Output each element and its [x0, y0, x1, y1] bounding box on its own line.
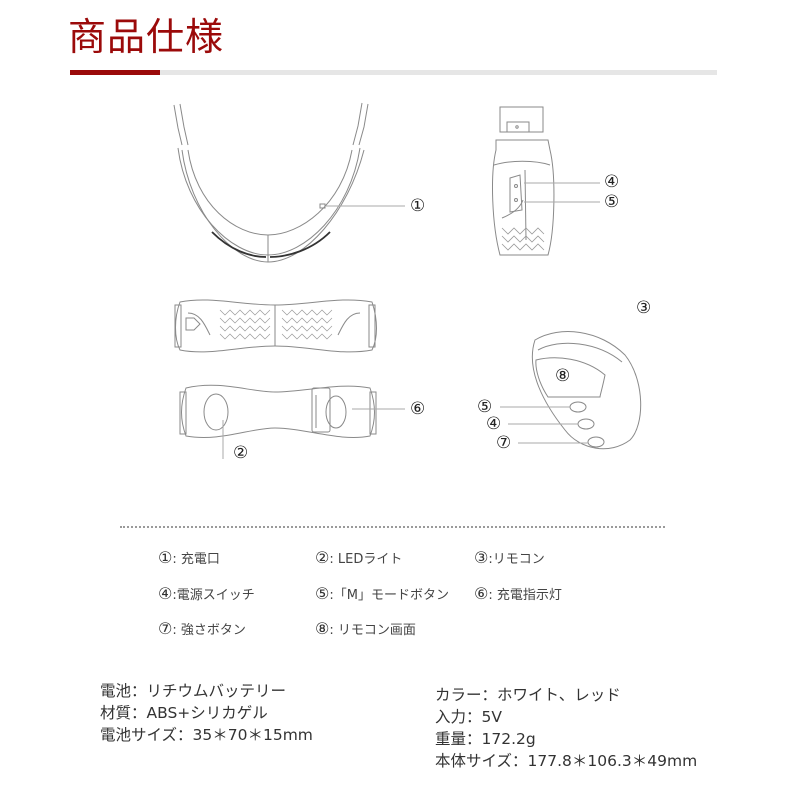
callout-3: ③	[636, 298, 652, 318]
spec-weight: 重量：172.2g	[435, 730, 536, 748]
callout-1: ①	[410, 196, 426, 216]
neckband-front-view	[174, 299, 377, 353]
callout-7: ⑦	[496, 433, 512, 453]
legend-label: LEDライト	[337, 552, 403, 567]
legend-item-3: ③:リモコン	[474, 548, 545, 567]
product-diagram	[173, 102, 642, 459]
neckband-top-view	[173, 102, 405, 263]
legend-number: ①	[158, 548, 173, 567]
legend-item-5: ⑤:「M」モードボタン	[315, 584, 449, 603]
remote-control-drawing	[500, 331, 642, 450]
legend-item-8: ⑧: リモコン画面	[315, 619, 416, 638]
legend-label: 電源スイッチ	[176, 588, 255, 603]
legend-label: 充電指示灯	[496, 588, 562, 603]
spec-battery-size: 電池サイズ：35＊70＊15mm	[100, 726, 313, 744]
spec-color: カラー：ホワイト、レッド	[435, 686, 621, 704]
section-divider	[120, 526, 665, 528]
legend-number: ⑥	[474, 584, 489, 603]
spec-material: 材質：ABS+シリカゲル	[100, 704, 268, 722]
title-underline-track	[70, 70, 717, 75]
legend-number: ⑧	[315, 619, 330, 638]
callout-5-side: ⑤	[604, 192, 620, 212]
callout-5-remote: ⑤	[477, 397, 493, 417]
legend-item-1: ①: 充電口	[158, 548, 220, 567]
legend-item-7: ⑦: 強さボタン	[158, 619, 246, 638]
legend-label: リモコン	[492, 552, 545, 567]
legend-label: リモコン画面	[337, 623, 416, 638]
legend-number: ⑦	[158, 619, 173, 638]
legend-label: 「M」モードボタン	[333, 588, 449, 603]
spec-body-size: 本体サイズ：177.8＊106.3＊49mm	[435, 752, 698, 770]
neckband-back-view	[179, 384, 405, 459]
callout-6: ⑥	[410, 399, 426, 419]
neckband-side-view	[492, 106, 600, 256]
callout-2: ②	[233, 443, 249, 463]
legend-label: 充電口	[180, 552, 220, 567]
callout-4-remote: ④	[486, 414, 502, 434]
legend-label: 強さボタン	[180, 623, 246, 638]
spec-input: 入力：5V	[435, 708, 502, 726]
legend-number: ②	[315, 548, 330, 567]
title-underline-accent	[70, 70, 160, 75]
legend-item-4: ④:電源スイッチ	[158, 584, 255, 603]
page-title: 商品仕様	[68, 15, 225, 59]
legend-item-6: ⑥: 充電指示灯	[474, 584, 562, 603]
callout-4-side: ④	[604, 172, 620, 192]
spec-battery: 電池：リチウムバッテリー	[100, 682, 287, 700]
callout-8: ⑧	[555, 366, 571, 386]
legend-number: ⑤	[315, 584, 330, 603]
legend-number: ③	[474, 548, 489, 567]
legend-number: ④	[158, 584, 173, 603]
legend-item-2: ②: LEDライト	[315, 548, 403, 567]
